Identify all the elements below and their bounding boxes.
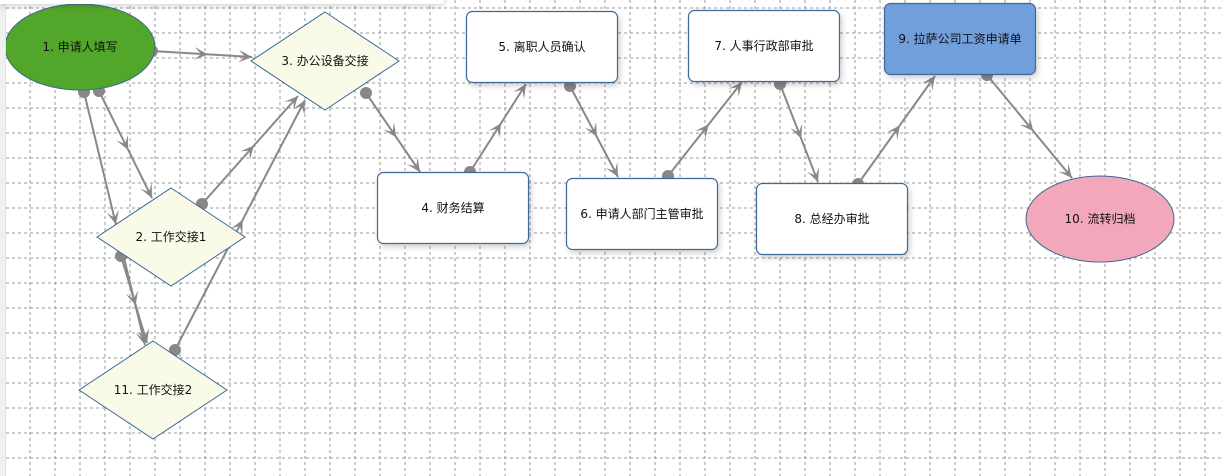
top-toolbar-panel: [0, 0, 445, 4]
node-label: 7. 人事行政部审批: [714, 38, 813, 53]
node-n4[interactable]: 4. 财务结算: [376, 171, 530, 245]
edge-n1-to-n3[interactable]: [146, 45, 253, 63]
node-n11[interactable]: 11. 工作交接2: [78, 340, 228, 440]
node-n5[interactable]: 5. 离职人员确认: [465, 10, 619, 84]
edge-n9-to-n10[interactable]: [981, 69, 1073, 179]
node-diamond[interactable]: [250, 11, 400, 111]
node-label: 1. 申请人填写: [42, 40, 117, 54]
arrowhead: [584, 121, 597, 137]
arrowhead: [921, 76, 935, 91]
arrowhead: [284, 96, 298, 111]
edge-n5-to-n6[interactable]: [564, 80, 619, 178]
edge-n2-to-n11[interactable]: [115, 250, 150, 344]
arrowhead: [240, 145, 254, 160]
arrowhead: [125, 290, 138, 306]
arrowhead: [807, 167, 820, 182]
node-label: 5. 离职人员确认: [498, 39, 585, 54]
arrowhead: [116, 134, 129, 150]
node-n9[interactable]: 9. 拉萨公司工资申请单: [883, 2, 1037, 76]
node-label: 3. 办公设备交接: [281, 53, 368, 68]
edge-start-dot: [360, 87, 372, 99]
arrowhead: [194, 47, 208, 60]
node-label: 10. 流转归档: [1065, 211, 1136, 226]
left-border-strip: [0, 0, 6, 476]
node-n8[interactable]: 8. 总经办审批: [755, 182, 909, 256]
node-n2[interactable]: 2. 工作交接1: [96, 187, 246, 287]
arrowhead: [1019, 116, 1034, 132]
node-box[interactable]: [465, 10, 619, 84]
arrowhead: [1058, 163, 1072, 178]
edge-n1-to-n2[interactable]: [93, 85, 153, 199]
node-box[interactable]: [687, 9, 841, 83]
arrowhead: [383, 122, 397, 138]
edge-n7-to-n8[interactable]: [774, 78, 820, 183]
arrowhead: [106, 209, 119, 225]
node-box[interactable]: [883, 2, 1037, 76]
node-box[interactable]: [565, 177, 719, 251]
node-n6[interactable]: 6. 申请人部门主管审批: [565, 177, 719, 251]
arrowhead: [407, 157, 420, 172]
node-n1[interactable]: 1. 申请人填写: [4, 3, 156, 91]
arrowhead: [140, 183, 152, 198]
node-label: 2. 工作交接1: [136, 229, 207, 244]
node-diamond[interactable]: [78, 340, 228, 440]
arrowhead: [728, 82, 742, 97]
arrowhead: [230, 219, 243, 235]
node-label: 6. 申请人部门主管审批: [580, 206, 703, 221]
arrowhead: [886, 125, 900, 140]
arrowhead: [790, 123, 803, 139]
arrowhead: [238, 49, 252, 63]
edge-n4-to-n5[interactable]: [464, 83, 527, 178]
arrowhead: [606, 162, 618, 177]
node-label: 11. 工作交接2: [114, 382, 193, 397]
node-box[interactable]: [755, 182, 909, 256]
node-n10[interactable]: 10. 流转归档: [1025, 175, 1175, 263]
arrowhead: [293, 100, 305, 115]
node-n7[interactable]: 7. 人事行政部审批: [687, 9, 841, 83]
arrowhead: [135, 330, 149, 345]
edge-n2-to-n3[interactable]: [196, 95, 299, 210]
node-label: 8. 总经办审批: [794, 211, 869, 226]
arrowhead: [488, 122, 502, 138]
node-box[interactable]: [376, 171, 530, 245]
arrowhead: [136, 328, 150, 343]
node-diamond[interactable]: [96, 187, 246, 287]
arrowhead: [513, 84, 526, 99]
node-n3[interactable]: 3. 办公设备交接: [250, 11, 400, 111]
node-label: 4. 财务结算: [421, 200, 484, 215]
node-ellipse[interactable]: [1025, 175, 1175, 263]
nodes: 1. 申请人填写 2. 工作交接1 3. 办公设备交接 4. 财务结算 5. 离职人员确…: [4, 2, 1175, 440]
arrowhead: [695, 124, 709, 139]
node-label: 9. 拉萨公司工资申请单: [898, 31, 1021, 46]
edge-n3-to-n4[interactable]: [360, 87, 421, 173]
